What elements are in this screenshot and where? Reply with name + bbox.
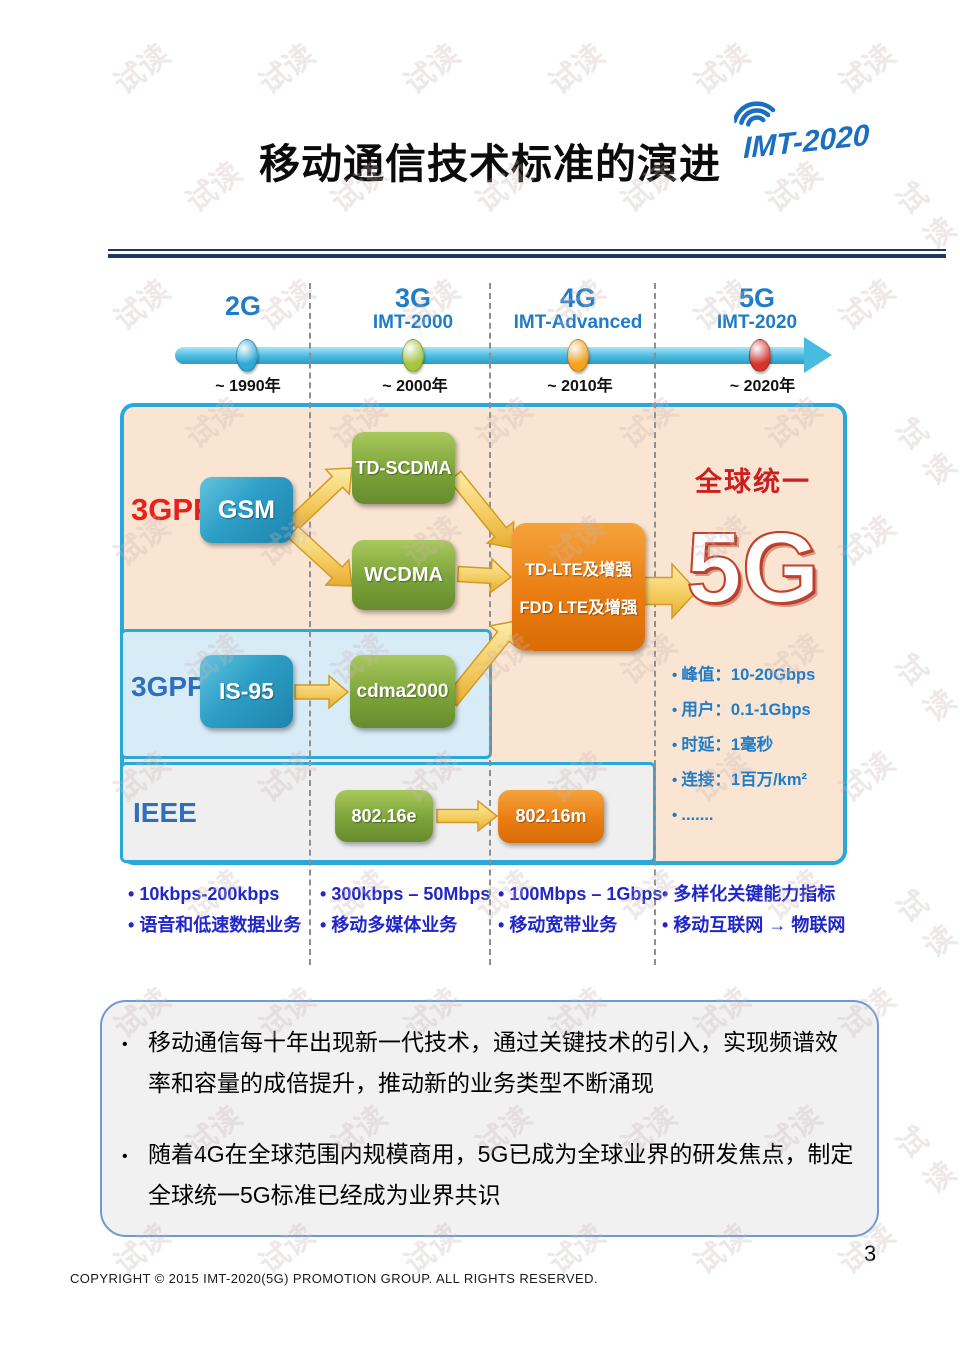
copyright-text: COPYRIGHT © 2015 IMT-2020(5G) PROMOTION … xyxy=(70,1271,598,1286)
timeline-marker-5g xyxy=(749,339,771,372)
notes-box xyxy=(100,1000,879,1237)
watermark-text: 试读 xyxy=(108,274,176,338)
timeline-header-3g: 3G IMT-2000 xyxy=(343,284,483,334)
note-bullet-1: • 移动通信每十年出现新一代技术，通过关键技术的引入，实现频谱效率和容量的成倍提… xyxy=(122,1022,860,1104)
stat-column-5g: 多样化关键能力指标 移动互联网 → 物联网 xyxy=(662,879,845,941)
stat-service: 移动多媒体业务 xyxy=(320,910,490,941)
watermark-text: 试读 xyxy=(891,649,960,729)
note-text: 随着4G在全球范围内规模商用，5G已成为全球业界的研发焦点，制定全球统一5G标准… xyxy=(148,1141,854,1208)
watermark-text: 试读 xyxy=(891,1121,960,1201)
stat-rate: 10kbps-200kbps xyxy=(128,879,301,910)
page-number: 3 xyxy=(864,1241,877,1266)
watermark-text: 试读 xyxy=(833,274,901,338)
node-is95: IS-95 xyxy=(200,655,293,728)
title-divider-thin xyxy=(108,249,946,251)
wifi-arcs-icon xyxy=(732,101,776,127)
five-g-big-text: 5G xyxy=(685,511,820,625)
timeline-year-4g: ~ 2010年 xyxy=(547,378,613,395)
timeline-header-2g: 2G xyxy=(193,292,293,320)
timeline-marker-3g xyxy=(402,339,424,372)
timeline-header-5g: 5G IMT-2020 xyxy=(687,284,827,334)
timeline-marker-2g xyxy=(236,339,258,372)
gen-label: 2G xyxy=(224,291,262,321)
gen-label: 4G xyxy=(559,283,597,313)
stat-rate: 多样化关键能力指标 xyxy=(662,879,845,910)
gen-label: 5G xyxy=(738,283,776,313)
stat-service: 移动互联网 → 物联网 xyxy=(662,910,845,941)
watermark-text: 试读 xyxy=(398,38,466,102)
node-802-16m: 802.16m xyxy=(498,790,604,843)
column-divider-3 xyxy=(654,283,656,965)
stat-rate: 100Mbps – 1Gbps xyxy=(498,879,662,910)
bullet-icon: • xyxy=(122,1036,128,1053)
stat-column-3g: 300kbps – 50Mbps 移动多媒体业务 xyxy=(320,879,490,941)
five-g-spec-list: 峰值：10-20Gbps 用户：0.1-1Gbps 时延：1毫秒 连接：1百万/… xyxy=(672,658,842,833)
stat-service: 语音和低速数据业务 xyxy=(128,910,301,941)
watermark-text: 试读 xyxy=(891,885,960,965)
node-gsm: GSM xyxy=(200,477,293,543)
stat-rate: 300kbps – 50Mbps xyxy=(320,879,490,910)
spec-item: 时延：1毫秒 xyxy=(672,728,842,763)
node-lte: TD-LTE及增强 FDD LTE及增强 xyxy=(512,523,645,651)
watermark-text: 试读 xyxy=(891,413,960,493)
standard-label: IMT-Advanced xyxy=(513,312,643,333)
standard-label: IMT-2000 xyxy=(372,312,454,333)
spec-item: 用户：0.1-1Gbps xyxy=(672,693,842,728)
timeline-marker-4g xyxy=(567,339,589,372)
standard-label: IMT-2020 xyxy=(716,312,798,333)
bullet-icon: • xyxy=(122,1148,128,1165)
note-bullet-2: • 随着4G在全球范围内规模商用，5G已成为全球业界的研发焦点，制定全球统一5G… xyxy=(122,1134,860,1216)
column-divider-1 xyxy=(309,283,311,965)
node-td-scdma: TD-SCDMA xyxy=(352,432,455,504)
spec-item: 连接：1百万/km² xyxy=(672,763,842,798)
node-lte-line1: TD-LTE及增强 xyxy=(525,561,632,579)
node-lte-line2: FDD LTE及增强 xyxy=(519,599,638,617)
spec-item: 峰值：10-20Gbps xyxy=(672,658,842,693)
watermark-text: 试读 xyxy=(253,38,321,102)
group-label-3gpp: 3GPP xyxy=(131,492,214,527)
timeline-arrowhead-icon xyxy=(804,337,832,373)
group-label-ieee: IEEE xyxy=(133,797,197,828)
stat-service: 移动宽带业务 xyxy=(498,910,662,941)
watermark-text: 试读 xyxy=(543,38,611,102)
node-cdma2000: cdma2000 xyxy=(350,655,455,728)
global-unified-label: 全球统一 xyxy=(695,467,811,497)
timeline-year-2g: ~ 1990年 xyxy=(215,378,281,395)
imt-2020-logo: IMT-2020 xyxy=(732,80,905,186)
stat-column-4g: 100Mbps – 1Gbps 移动宽带业务 xyxy=(498,879,662,941)
watermark-text: 试读 xyxy=(891,177,960,257)
timeline-header-4g: 4G IMT-Advanced xyxy=(488,284,668,334)
page-title: 移动通信技术标准的演进 xyxy=(259,141,721,187)
spec-item: ....... xyxy=(672,798,842,833)
title-divider-thick xyxy=(108,254,946,258)
stat-column-2g: 10kbps-200kbps 语音和低速数据业务 xyxy=(128,879,301,941)
column-divider-2 xyxy=(489,283,491,965)
node-wcdma: WCDMA xyxy=(352,540,455,610)
timeline-year-5g: ~ 2020年 xyxy=(729,378,796,395)
timeline-year-3g: ~ 2000年 xyxy=(382,378,448,395)
gen-label: 3G xyxy=(394,283,432,313)
watermark-text: 试读 xyxy=(108,38,176,102)
node-802-16e: 802.16e xyxy=(335,790,433,842)
note-text: 移动通信每十年出现新一代技术，通过关键技术的引入，实现频谱效率和容量的成倍提升，… xyxy=(148,1029,838,1096)
